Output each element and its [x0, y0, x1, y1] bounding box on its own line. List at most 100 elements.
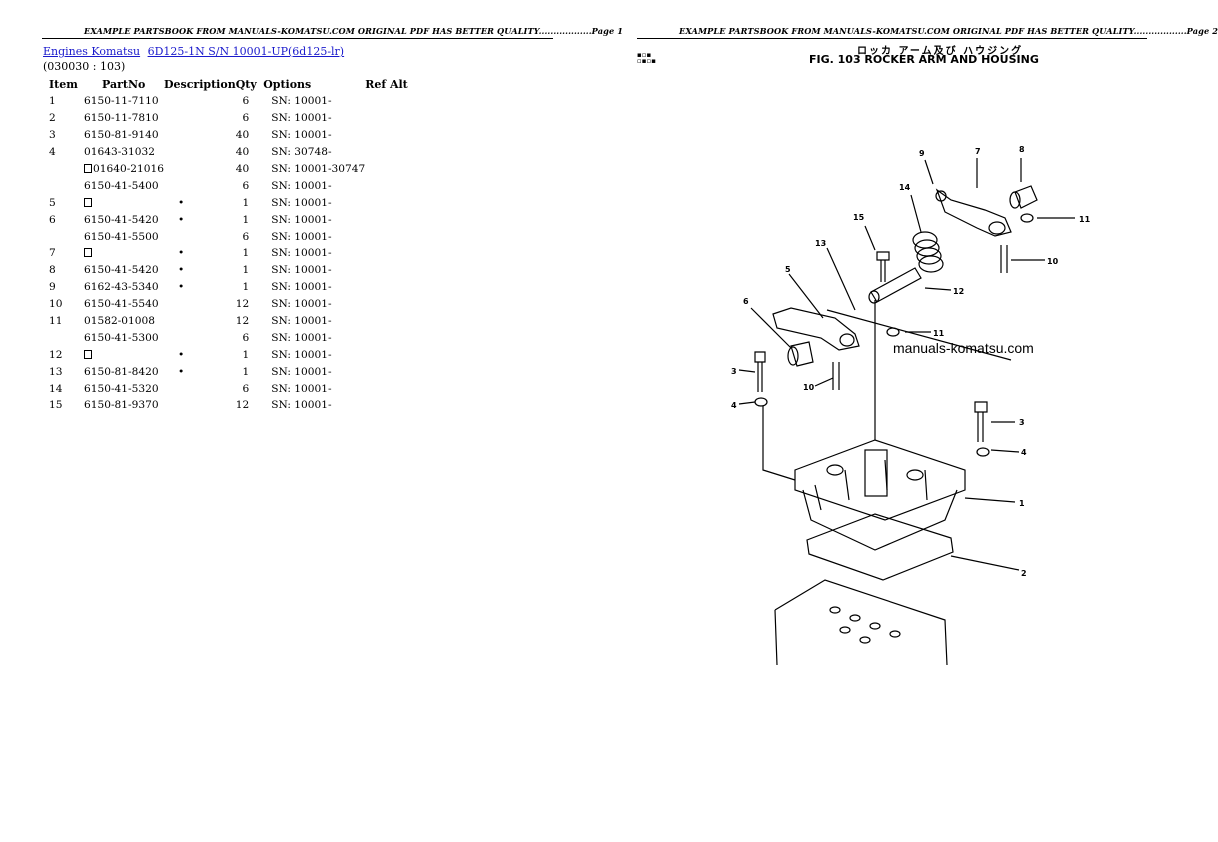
cylinder-head — [774, 579, 948, 666]
cell-qty: 1 — [236, 363, 261, 380]
cell-item: 11 — [43, 313, 84, 330]
cell-partno-text: 01640-21016 — [93, 163, 164, 175]
col-partno: PartNo — [102, 78, 146, 91]
cell-refalt — [365, 211, 415, 228]
exploded-parts-drawing: 9 7 8 11 14 15 10 13 5 12 6 11 3 10 4 3 … — [731, 145, 1091, 666]
cell-qty-text: 1 — [242, 281, 250, 294]
cell-qty-text: 1 — [242, 196, 250, 209]
cell-item — [43, 329, 84, 346]
cell-qty: 12 — [236, 296, 261, 313]
cell-options: SN: 10001- — [261, 363, 365, 380]
cell-description-text: • — [178, 264, 185, 277]
rocker-arm-lower — [772, 307, 860, 351]
cell-options: SN: 10001- — [261, 397, 365, 414]
cell-options: SN: 10001- — [261, 228, 365, 245]
cell-partno — [84, 245, 164, 262]
cell-qty: 6 — [236, 329, 261, 346]
bolt-15 — [876, 251, 890, 282]
cell-item-text: 8 — [49, 264, 56, 277]
cell-qty: 6 — [236, 380, 261, 397]
cell-description — [164, 110, 236, 127]
cell-item: 15 — [43, 397, 84, 414]
cell-item — [43, 177, 84, 194]
cell-description: • — [164, 279, 236, 296]
callout-11b: 11 — [933, 329, 945, 338]
cell-refalt — [365, 262, 415, 279]
bolt-left — [754, 351, 766, 392]
cell-options-text: SN: 10001- — [271, 365, 332, 378]
cell-description-text: • — [178, 365, 185, 378]
cell-description — [164, 93, 236, 110]
cell-qty-text: 1 — [242, 247, 250, 260]
cell-item-text: 10 — [49, 298, 63, 311]
cell-options-text: SN: 10001- — [271, 382, 332, 395]
placeholder-box-icon — [84, 164, 92, 173]
cell-options: SN: 10001- — [261, 380, 365, 397]
cell-description-text: • — [178, 281, 185, 294]
breadcrumb-link-engines[interactable]: Engines Komatsu — [43, 45, 141, 58]
callout-2: 2 — [1021, 569, 1027, 578]
header-rule — [42, 38, 553, 39]
callout-9: 9 — [919, 149, 925, 158]
cell-description — [164, 161, 236, 178]
cell-qty: 1 — [236, 211, 261, 228]
cell-description — [164, 228, 236, 245]
table-row: 3 6150-81-9140 40 SN: 10001- — [43, 127, 415, 144]
cell-description-text: • — [178, 196, 185, 209]
cell-refalt — [365, 127, 415, 144]
cell-description: • — [164, 363, 236, 380]
cell-description — [164, 144, 236, 161]
cell-qty-text: 40 — [235, 163, 250, 175]
cell-item-text: 11 — [49, 315, 63, 328]
cell-partno: 6150-41-5320 — [84, 380, 164, 397]
cell-qty-text: 6 — [242, 179, 250, 192]
cell-qty-text: 6 — [242, 95, 250, 108]
table-row: 13 6150-81-8420 • 1 SN: 10001- — [43, 363, 415, 380]
cell-qty: 40 — [236, 144, 261, 161]
cell-options-text: SN: 10001- — [271, 213, 332, 226]
cell-options: SN: 10001- — [261, 262, 365, 279]
cell-description: • — [164, 194, 236, 211]
figure-title-japanese: ロッカ アーム及び ハウジング — [857, 46, 1024, 57]
page-header: EXAMPLE PARTSBOOK FROM MANUALS-KOMATSU.C… — [84, 26, 623, 36]
col-options: Options — [263, 78, 312, 91]
cell-partno-text: 6150-41-5420 — [84, 213, 159, 226]
cell-partno — [84, 346, 164, 363]
cell-partno-text: 6150-11-7110 — [84, 95, 159, 108]
cell-options-text: SN: 10001- — [271, 129, 332, 142]
cell-options-text: SN: 10001- — [271, 247, 332, 260]
cell-options-text: SN: 10001- — [271, 179, 332, 192]
cell-refalt — [365, 228, 415, 245]
col-item: Item — [49, 78, 78, 91]
cell-item: 2 — [43, 110, 84, 127]
cell-item: 13 — [43, 363, 84, 380]
cell-options-text: SN: 10001- — [271, 264, 332, 277]
cell-options-text: SN: 10001- — [271, 196, 332, 209]
cell-qty: 6 — [236, 228, 261, 245]
cell-description — [164, 313, 236, 330]
reference-code: (030030 : 103) — [43, 60, 126, 73]
cell-options: SN: 10001- — [261, 245, 365, 262]
cell-item-text: 4 — [49, 146, 56, 159]
cell-options: SN: 10001- — [261, 279, 365, 296]
cell-partno-text: 6150-81-9140 — [84, 129, 159, 142]
figure-corner-mark: ▪▫▪▫▪▫▪ — [637, 51, 656, 65]
cell-partno-text: 6150-41-5540 — [84, 298, 159, 311]
cell-partno-text: 6150-81-8420 — [84, 365, 159, 378]
cell-qty: 40 — [236, 127, 261, 144]
cell-refalt — [365, 93, 415, 110]
cell-partno-text: 01643-31032 — [84, 146, 155, 159]
parts-table: Item PartNo Description Qty Options Ref … — [43, 76, 415, 414]
cell-partno: 6150-81-9370 — [84, 397, 164, 414]
breadcrumb-link-model[interactable]: 6D125-1N S/N 10001-UP(6d125-lr) — [147, 45, 345, 58]
cell-item-text: 13 — [49, 365, 63, 378]
cell-item-text: 3 — [49, 129, 56, 142]
callout-7: 7 — [975, 147, 981, 156]
cell-qty: 40 — [236, 161, 261, 178]
